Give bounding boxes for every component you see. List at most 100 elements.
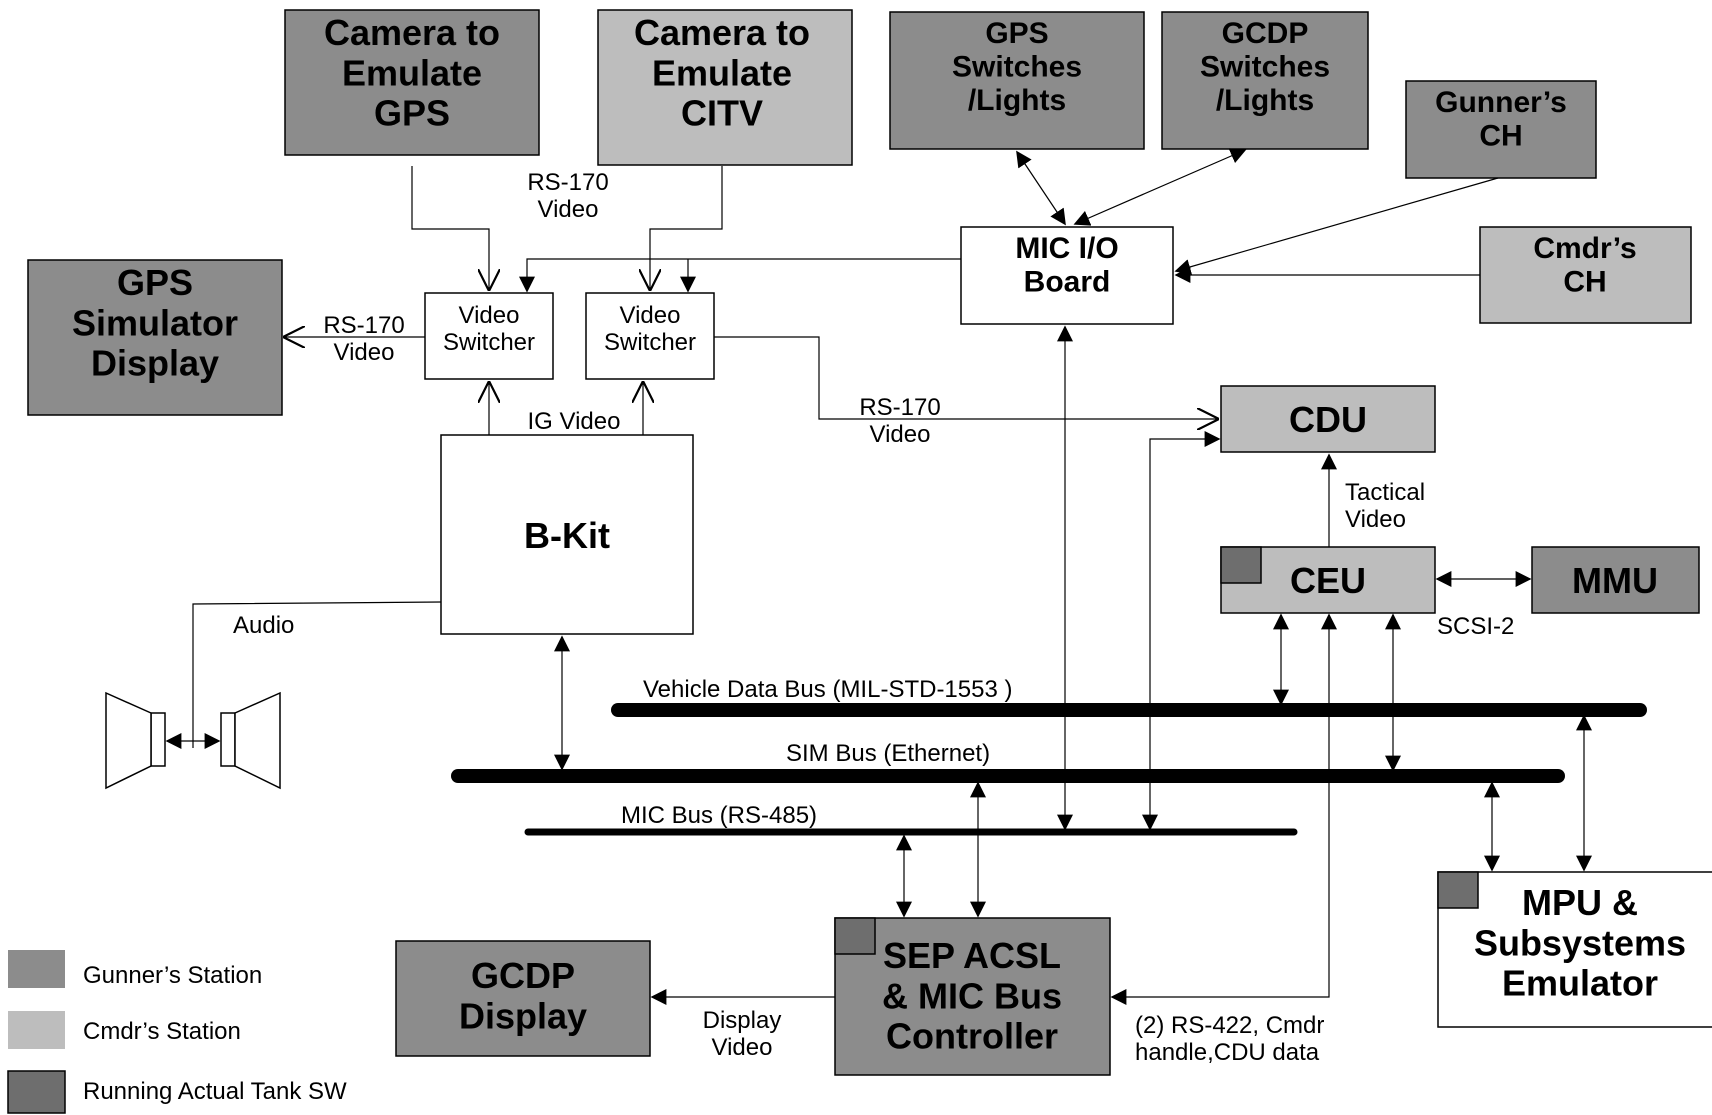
text-line: Video [620, 302, 681, 329]
text-line: Tactical [1345, 479, 1425, 506]
legend-swatch-actual-sw [7, 1070, 66, 1114]
text-line: GPS [117, 262, 193, 303]
text-line: handle,CDU data [1135, 1039, 1320, 1066]
gunners-ch-to-mic-io [1174, 177, 1499, 275]
gps-switches-to-mic-io [1016, 150, 1066, 226]
text-line: Video [459, 302, 520, 329]
gcdp-switches-box [1161, 11, 1369, 150]
text-line: SEP ACSL [883, 935, 1061, 976]
gcdp-display-box [395, 940, 651, 1057]
text-line: Cmdr’s [1533, 232, 1636, 265]
text-line: Emulate [652, 52, 792, 93]
text-line: MPU & [1522, 882, 1638, 923]
mic-bus-label: MIC Bus (RS-485) [621, 802, 817, 829]
text-line: Subsystems [1474, 922, 1686, 963]
text-line: GCDP [471, 955, 575, 996]
gcdp-switches-to-mic-io [1073, 148, 1247, 226]
text-line: GPS [985, 17, 1048, 50]
text-line: /Lights [1216, 84, 1314, 117]
legend-label-gunner: Gunner’s Station [83, 962, 262, 989]
text-line: Display [703, 1007, 782, 1034]
sim-bus-label: SIM Bus (Ethernet) [786, 740, 990, 767]
text-line: (2) RS-422, Cmdr [1135, 1012, 1324, 1039]
legend: Gunner’s Station Cmdr’s Station Running … [7, 950, 347, 1114]
speaker-right-icon [220, 691, 281, 790]
scsi-label: SCSI-2 [1437, 613, 1514, 640]
text-line: GPS [374, 93, 450, 134]
text-line: GCDP [1222, 17, 1309, 50]
text-line: MIC I/O [1015, 232, 1118, 265]
text-line: Camera to [634, 12, 810, 53]
legend-swatch-gunner [8, 950, 65, 988]
mic-io-board-box [960, 226, 1174, 325]
mic-io-to-switchers [519, 258, 961, 293]
ceu-actual-sw-marker [1220, 546, 1262, 584]
text-line: /Lights [968, 84, 1066, 117]
text-line: Simulator [72, 302, 238, 343]
legend-label-actual-sw: Running Actual Tank SW [83, 1078, 347, 1105]
vehicle-data-bus-label: Vehicle Data Bus (MIL-STD-1553 ) [643, 676, 1012, 703]
text-line: Switcher [443, 329, 535, 356]
camera-citv-box [597, 9, 853, 166]
text-line: Display [459, 995, 587, 1036]
text-line: Controller [886, 1016, 1058, 1057]
text-line: Gunner’s [1435, 86, 1567, 119]
mpu-actual-sw-marker [1437, 871, 1479, 909]
cdu-box [1220, 385, 1436, 453]
camera-gps-box [284, 9, 540, 156]
text-line: IG Video [528, 408, 621, 435]
text-line: CDU [1289, 399, 1367, 440]
mpu-box [1437, 871, 1712, 1028]
cmdrs-ch-box [1479, 226, 1692, 324]
b-kit-box [440, 434, 694, 635]
text-line: Camera to [324, 12, 500, 53]
text-line: Audio [233, 612, 294, 639]
text-line: Display [91, 343, 219, 384]
text-line: RS-170 [859, 394, 940, 421]
text-line: B-Kit [524, 515, 610, 556]
text-line: RS-170 [527, 169, 608, 196]
text-line: Switches [952, 51, 1082, 84]
cam-gps-to-switcher1 [411, 166, 489, 291]
text-line: Video [538, 196, 599, 223]
ceu-label: CEU [1290, 560, 1366, 601]
text-line: CITV [681, 93, 763, 134]
text-line: & MIC Bus [882, 975, 1062, 1016]
text-line: SCSI-2 [1437, 613, 1514, 640]
text-line: Video [712, 1034, 773, 1061]
text-line: CEU [1290, 560, 1366, 601]
ig-video-label: IG Video [528, 408, 621, 435]
sep-rs422-to-ceu [1110, 613, 1337, 1005]
sep-actual-sw-marker [834, 917, 876, 955]
text-line: RS-170 [323, 312, 404, 339]
mmu-label: MMU [1572, 560, 1658, 601]
video-switcher-1-box [424, 292, 554, 380]
gps-switches-box [889, 11, 1145, 150]
gunners-ch-box [1405, 80, 1597, 179]
text-line: Video [334, 339, 395, 366]
audio-label: Audio [233, 612, 294, 639]
text-line: Emulator [1502, 963, 1658, 1004]
text-line: MMU [1572, 560, 1658, 601]
video-switcher-2-box [585, 292, 715, 380]
text-line: Switcher [604, 329, 696, 356]
